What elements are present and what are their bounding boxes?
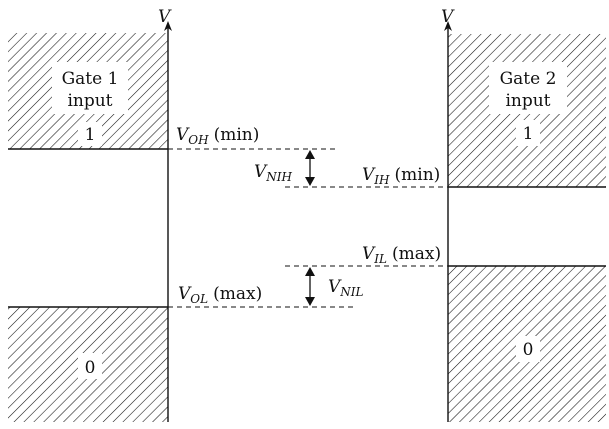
voh-label: VOH(min) xyxy=(176,125,259,147)
vil-label: VIL(max) xyxy=(362,244,441,266)
nih-arrow xyxy=(305,150,315,186)
gate2-title-line2: input xyxy=(505,91,550,111)
gate2-high-label: 1 xyxy=(523,124,534,144)
gate1-title-line2: input xyxy=(67,91,112,111)
gate1-high-label: 1 xyxy=(85,125,96,145)
gate1-low-label: 0 xyxy=(85,358,96,378)
vnih-label: VNIH xyxy=(254,162,293,184)
vol-label: VOL(max) xyxy=(178,284,262,306)
gate1-title-line1: Gate 1 xyxy=(62,69,119,89)
vnil-label: VNIL xyxy=(328,277,364,299)
gate2-region: Gate 2 input 1 0 V xyxy=(441,7,606,422)
gate2-axis-label: V xyxy=(441,7,455,27)
gate1-region: Gate 1 input 1 0 V xyxy=(8,7,172,422)
gate2-low-label: 0 xyxy=(523,340,534,360)
vih-label: VIH(min) xyxy=(362,165,440,187)
nil-arrow xyxy=(305,267,315,306)
gate2-title-line1: Gate 2 xyxy=(500,69,557,89)
gate1-axis-label: V xyxy=(158,7,172,27)
